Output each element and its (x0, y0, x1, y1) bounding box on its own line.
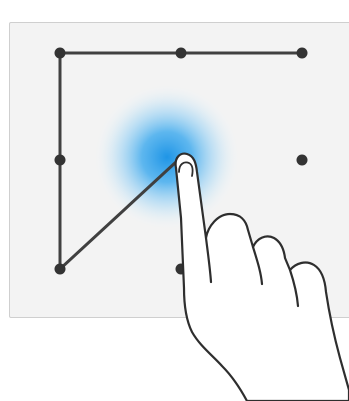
pattern-dot-6[interactable] (297, 155, 308, 166)
pattern-dot-3[interactable] (297, 48, 308, 59)
pattern-dot-2[interactable] (176, 48, 187, 59)
pattern-dot-1[interactable] (55, 48, 66, 59)
touch-glow-icon (95, 85, 239, 229)
pattern-dot-4[interactable] (55, 155, 66, 166)
pattern-dot-7[interactable] (55, 264, 66, 275)
